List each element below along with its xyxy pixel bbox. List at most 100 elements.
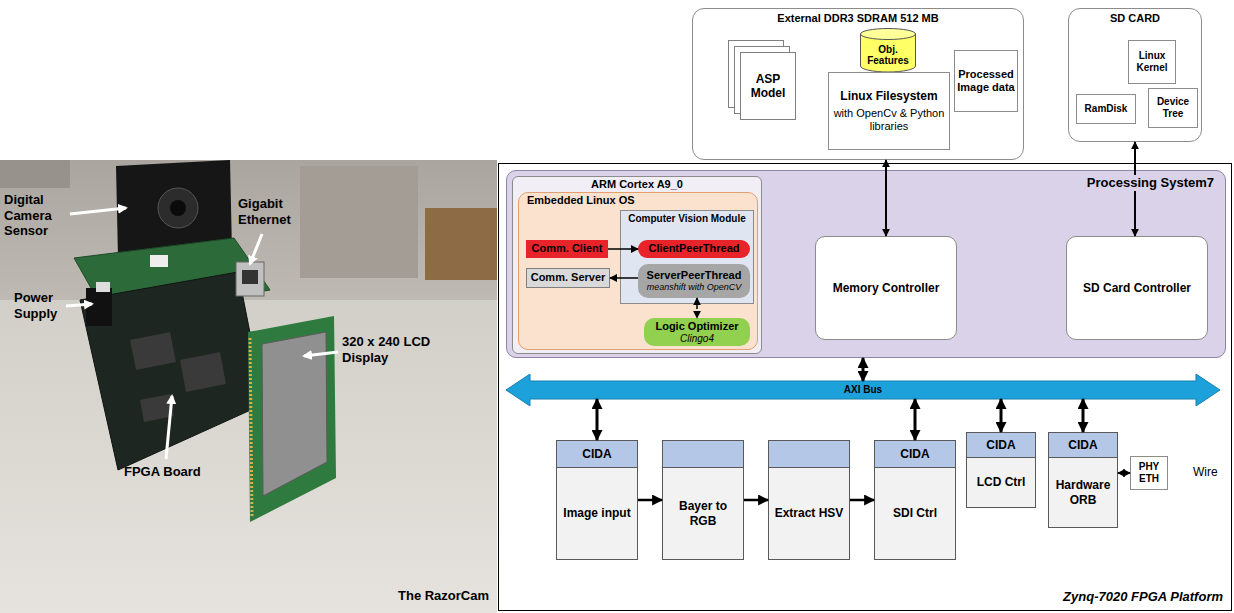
node-title: Processing System7 — [1084, 175, 1217, 191]
node-title: CIDA — [967, 433, 1035, 458]
node-title: CIDA — [557, 441, 637, 468]
lcd-screen — [262, 332, 327, 496]
pin-header — [250, 338, 252, 518]
connector-arrow — [850, 499, 874, 502]
node-title: Extract HSV — [769, 468, 849, 559]
label-slot: 320 x 240 LCD Display — [342, 334, 434, 365]
node-title: Zynq-7020 FPGA Platform — [499, 589, 1223, 605]
cida-block: CIDASDI Ctrl — [874, 440, 956, 560]
photo-box — [425, 208, 497, 280]
node-title: SD Card Controller — [1067, 281, 1207, 295]
client-thread-box: ClientPeerThread — [638, 240, 750, 258]
connector-arrow — [1134, 142, 1136, 236]
cida-block: CIDAImage input — [556, 440, 638, 560]
connector-arrow — [608, 248, 638, 250]
node-title: CIDA — [1049, 433, 1117, 458]
leader-arrow — [250, 234, 262, 264]
part-label: FPGA Board — [124, 464, 224, 480]
server-thread-box: ServerPeerThreadmeanshift with OpenCV — [638, 264, 750, 298]
node-title: Memory Controller — [816, 281, 956, 295]
node-title: CIDA — [875, 441, 955, 468]
node-body: Hardware ORB — [1049, 458, 1117, 527]
board-chip — [130, 332, 176, 370]
device-tree-box: Device Tree — [1148, 88, 1198, 128]
photo-caption: The RazorCam — [398, 588, 494, 604]
vision-module-box: Computer Vision ModuleClientPeerThreadSe… — [620, 210, 754, 304]
lcd-frame — [248, 316, 336, 522]
client-box: Comm. Client — [526, 240, 608, 258]
photo-cabinet — [300, 166, 418, 278]
phy-box: PHY ETH — [1130, 456, 1168, 490]
node-body: with OpenCv & Python libraries — [829, 107, 949, 133]
label-slot: The RazorCam — [398, 588, 494, 604]
node-title: Comm. Client — [526, 242, 608, 255]
server-box: Comm. Server — [526, 268, 610, 288]
header-band — [663, 441, 743, 468]
node-title: Computer Vision Module — [621, 213, 753, 225]
sd-card-box: SD CARD Linux KernelRamDisk Device Tree — [1068, 8, 1202, 142]
optimizer-box: Logic OptimizerClingo4 — [644, 318, 750, 346]
part-label: Digital Camera Sensor — [4, 192, 68, 239]
filter-block: Extract HSV — [768, 440, 850, 560]
label-slot: Gigabit Ethernet — [238, 196, 310, 227]
connector-arrow — [596, 399, 599, 440]
node-body: SDI Ctrl — [875, 468, 955, 559]
cida-block: CIDALCD Ctrl — [966, 432, 1036, 508]
cpu-core-box: ARM Cortex A9_0Embedded Linux OSComputer… — [512, 176, 762, 354]
node-title: ASP Model — [740, 72, 796, 101]
node-title: Obj. Features — [860, 44, 916, 66]
connector-arrow — [610, 277, 638, 279]
fpga-board — [80, 272, 264, 470]
part-label: 320 x 240 LCD Display — [342, 334, 434, 365]
label-slot: Wire — [1193, 465, 1229, 479]
leader-arrow — [166, 396, 172, 459]
node-title: ServerPeerThread — [638, 269, 750, 282]
camera-lens-core — [170, 200, 186, 216]
node-title: Linux Filesystem — [829, 89, 949, 103]
label-slot: Digital Camera Sensor — [4, 192, 68, 239]
connector-arrow — [1118, 472, 1130, 474]
camera-lens — [158, 188, 198, 228]
leader-arrow — [304, 352, 338, 356]
ethernet-jack — [236, 262, 264, 296]
node-title: Comm. Server — [527, 271, 609, 284]
label-slot: FPGA Board — [124, 464, 224, 480]
photo-wall — [0, 160, 497, 310]
leader-arrow — [70, 208, 126, 214]
connector-arrow — [862, 358, 865, 381]
connector-arrow — [885, 160, 887, 236]
node-title: Processed Image data — [955, 68, 1017, 94]
connector-arrow — [1000, 399, 1003, 432]
node-title: RamDisk — [1077, 103, 1135, 115]
power-plug — [96, 282, 110, 292]
connector-arrow — [744, 499, 768, 502]
node-title: Linux Kernel — [1129, 50, 1175, 74]
sd-controller-box: SD Card Controller — [1066, 236, 1208, 340]
node-title: Logic Optimizer — [644, 320, 750, 332]
memory-box: External DDR3 SDRAM 512 MBASP ModelObj. … — [692, 8, 1024, 160]
node-title: Bayer to RGB — [663, 468, 743, 559]
photo-desk — [0, 300, 497, 613]
board-chip — [180, 352, 226, 392]
connector-arrow — [1082, 399, 1085, 432]
part-label: Gigabit Ethernet — [238, 196, 310, 227]
node-title: AXI Bus — [506, 384, 1220, 396]
filter-block: Bayer to RGB — [662, 440, 744, 560]
label-slot: Power Supply — [14, 290, 76, 321]
page-sheet — [741, 53, 796, 120]
part-label: Power Supply — [14, 290, 76, 321]
connector-arrow — [638, 499, 662, 502]
photo-shelf — [0, 160, 70, 188]
os-region: Embedded Linux OSComputer Vision ModuleC… — [518, 192, 758, 350]
node-body: meanshift with OpenCV — [638, 282, 750, 293]
image-data-box: Processed Image data — [954, 50, 1018, 112]
filesystem-box: Linux Filesystem with OpenCv & Python lib… — [828, 72, 950, 150]
signal-label: Wire — [1193, 465, 1229, 479]
node-title: PHY ETH — [1131, 461, 1167, 485]
node-body: Image input — [557, 468, 637, 559]
connector-arrow — [696, 298, 698, 318]
node-title: SD CARD — [1069, 12, 1201, 25]
cylinder-top — [861, 29, 916, 40]
processing-system-panel: Processing System7 ARM Cortex A9_0Embedde… — [506, 170, 1226, 358]
